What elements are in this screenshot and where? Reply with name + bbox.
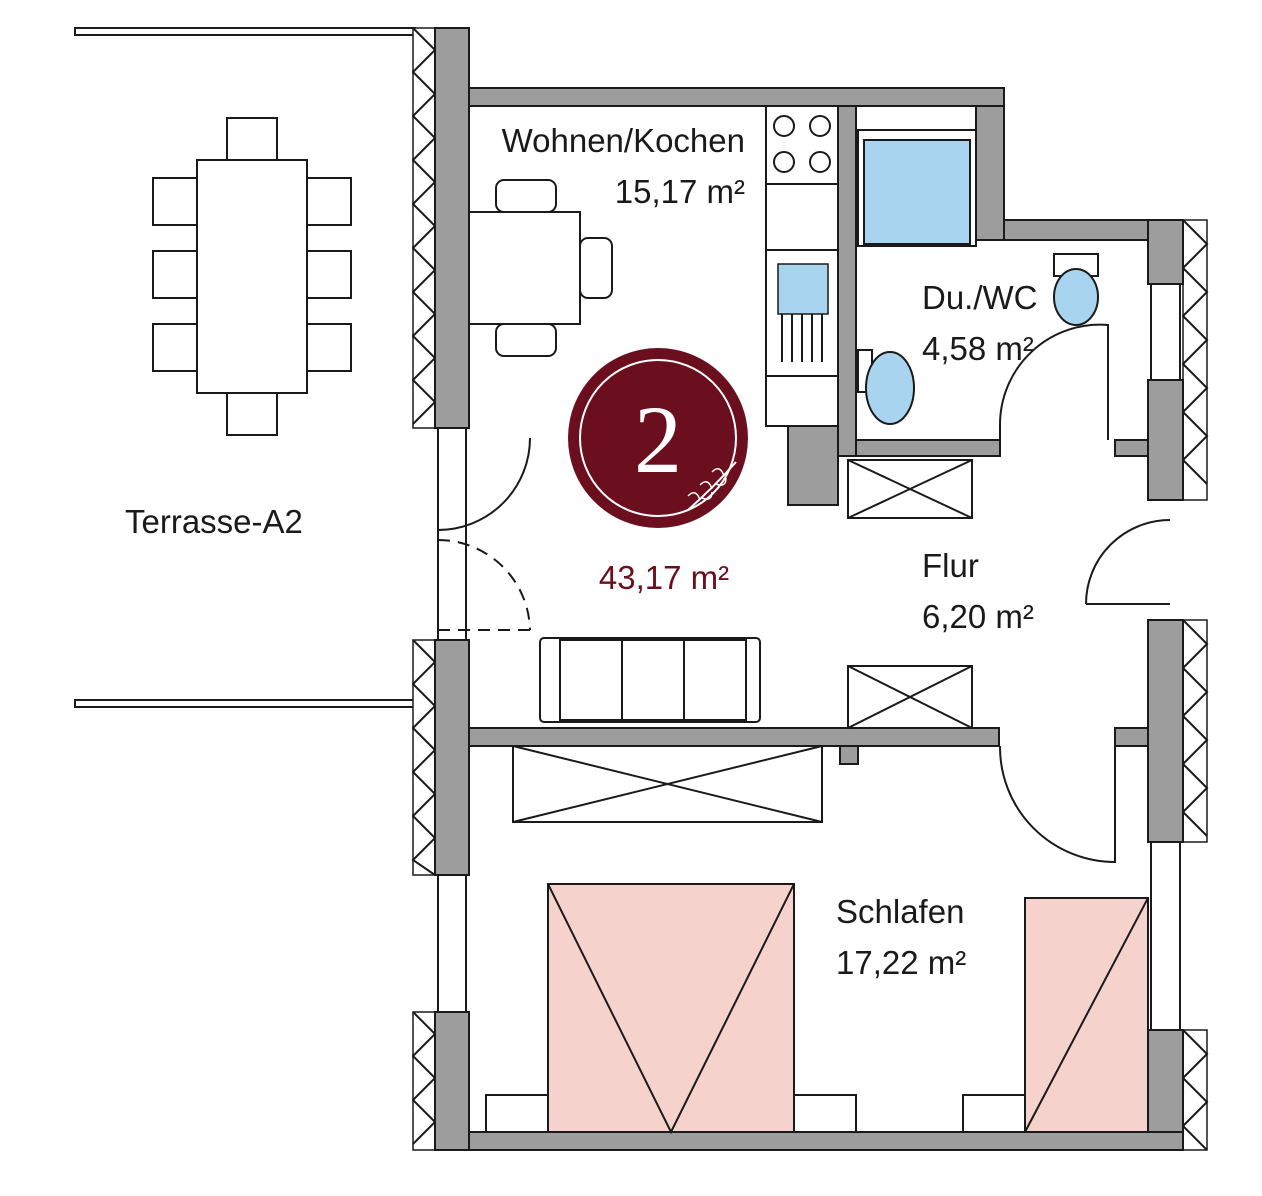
wardrobes xyxy=(512,459,973,823)
sofa xyxy=(539,637,761,723)
room-name-schlafen: Schlafen xyxy=(836,893,964,930)
unit-total-area: 43,17 m² xyxy=(599,559,729,596)
doors xyxy=(437,323,1171,864)
terrace-dining-table xyxy=(152,117,352,436)
terrace-name: Terrasse-A2 xyxy=(125,503,303,540)
bathroom-fixtures xyxy=(857,129,1099,425)
walls xyxy=(434,27,1184,1151)
kitchen-unit xyxy=(765,105,839,427)
unit-badge: 2 xyxy=(568,348,748,528)
room-name-bad: Du./WC xyxy=(922,279,1038,316)
room-name-wohnen: Wohnen/Kochen xyxy=(502,122,745,159)
room-area-wohnen: 15,17 m² xyxy=(615,173,745,210)
room-name-flur: Flur xyxy=(922,547,979,584)
room-area-bad: 4,58 m² xyxy=(922,330,1034,367)
insulation-hatch xyxy=(411,27,1209,1151)
dining-table xyxy=(468,179,613,357)
unit-number: 2 xyxy=(634,386,682,493)
room-area-schlafen: 17,22 m² xyxy=(836,944,966,981)
room-area-flur: 6,20 m² xyxy=(922,598,1034,635)
beds xyxy=(485,883,1149,1135)
